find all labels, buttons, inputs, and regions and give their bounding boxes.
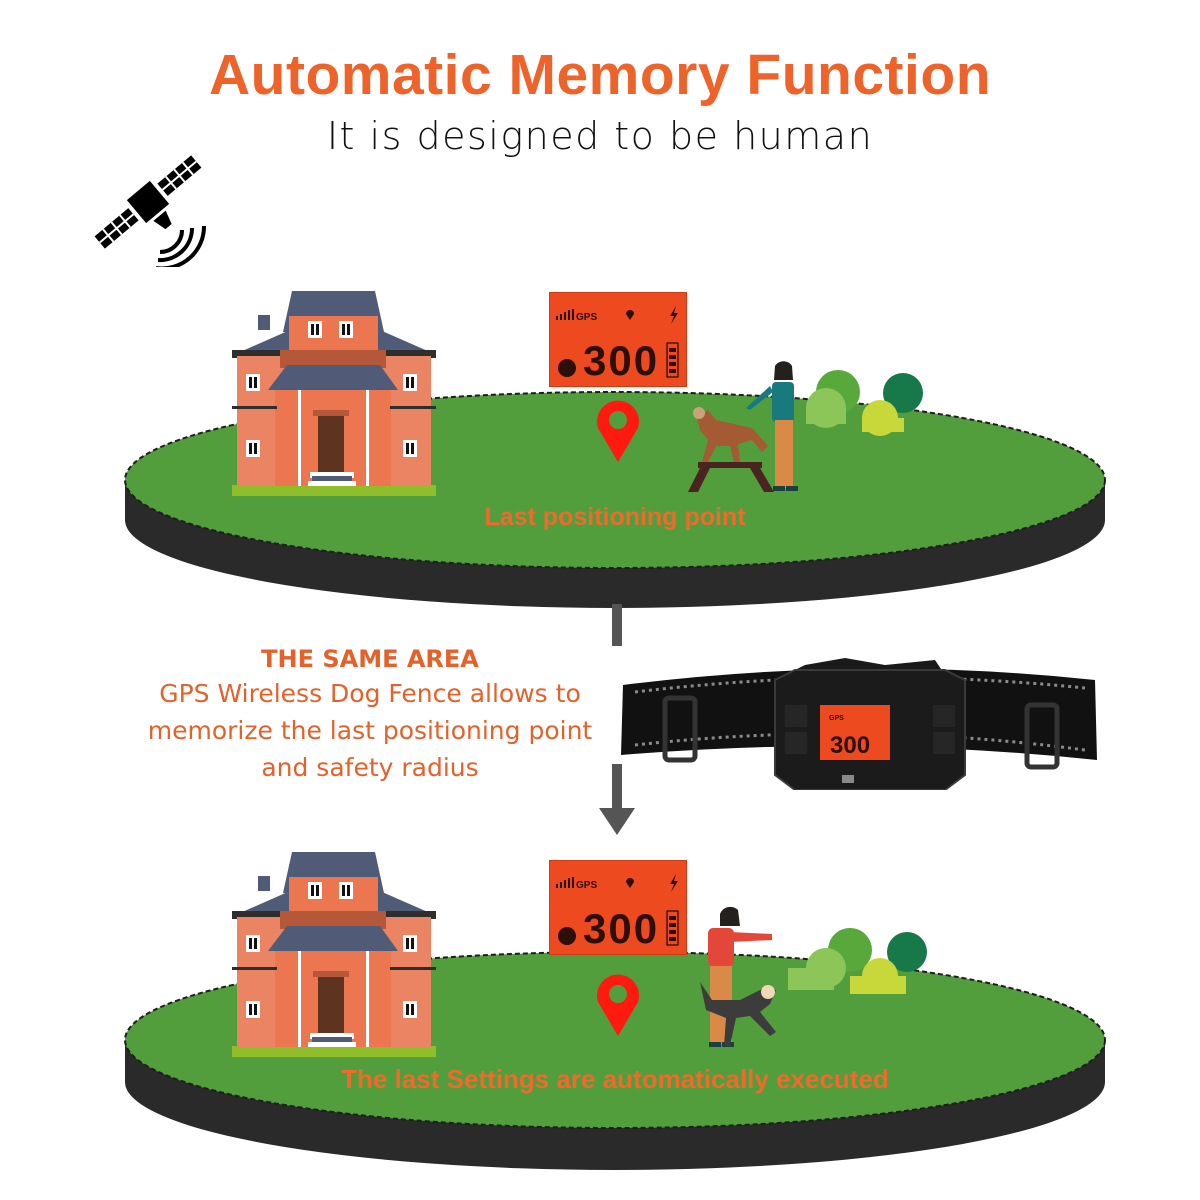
lcd-pin-icon <box>626 878 634 888</box>
bushes <box>788 928 927 994</box>
arrow-down-icon <box>599 764 635 835</box>
description-line: and safety radius <box>261 753 479 782</box>
lcd-display-bottom: GPS 300 <box>549 860 687 955</box>
woman-standing <box>746 361 798 491</box>
lightning-icon <box>670 306 678 324</box>
dog-collar-device: GPS 300 <box>621 658 1097 790</box>
lcd-reading: 300 <box>583 337 659 384</box>
same-area-heading: THE SAME AREA <box>261 645 479 673</box>
top-scene <box>124 291 1106 608</box>
location-pin-icon <box>597 974 639 1036</box>
lcd-gps-label: GPS <box>576 312 597 323</box>
dog-on-ramp <box>688 407 774 492</box>
top-disc-label: Last positioning point <box>484 503 746 531</box>
collar-lcd-reading: 300 <box>830 732 870 759</box>
route-icon <box>558 927 576 945</box>
dog-running <box>700 982 776 1046</box>
collar-lcd-gps-label: GPS <box>829 715 844 722</box>
description-line: GPS Wireless Dog Fence allows to <box>159 679 581 708</box>
same-area-description: THE SAME AREA GPS Wireless Dog Fence all… <box>110 645 630 786</box>
arrow-shaft-top <box>612 604 622 646</box>
location-pin-icon <box>597 400 639 462</box>
lcd-gps-label: GPS <box>576 880 597 891</box>
lcd-reading: 300 <box>583 905 659 952</box>
signal-bars-icon <box>556 877 574 888</box>
house-illustration <box>232 291 436 496</box>
page-title: Automatic Memory Function <box>208 43 992 107</box>
route-icon <box>558 359 576 377</box>
satellite-icon <box>94 155 207 267</box>
signal-bars-icon <box>556 309 574 320</box>
lcd-display-top: GPS 300 <box>549 292 687 387</box>
lightning-icon <box>670 874 678 892</box>
house-illustration <box>232 852 436 1057</box>
bottom-scene <box>124 852 1106 1170</box>
page-subtitle: It is designed to be human <box>326 114 874 158</box>
battery-icon <box>666 910 679 946</box>
collar-lcd <box>820 705 890 760</box>
bottom-disc-label: The last Settings are automatically exec… <box>341 1064 889 1094</box>
battery-icon <box>666 342 679 378</box>
lcd-pin-icon <box>626 310 634 320</box>
description-line: memorize the last positioning point <box>147 716 593 745</box>
bushes <box>806 370 923 436</box>
